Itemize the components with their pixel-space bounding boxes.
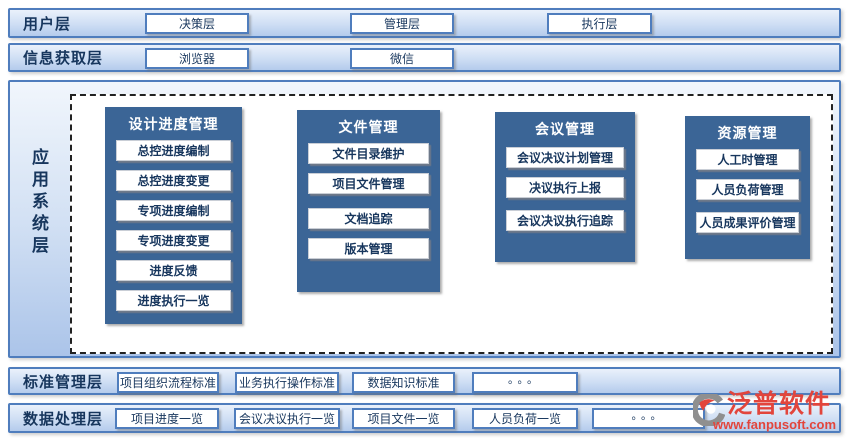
panel-title-design-progress: 设计进度管理 [128, 116, 219, 132]
fanpu-logo-url: www.fanpusoft.com [713, 417, 837, 432]
module-button[interactable]: 会议决议计划管理 [506, 147, 624, 168]
standard-management-layer-row: 标准管理层 项目组织流程标准 业务执行操作标准 数据知识标准 。。。 [8, 367, 841, 395]
module-button[interactable]: 文档追踪 [308, 208, 429, 229]
module-button[interactable]: 专项进度编制 [116, 200, 231, 221]
panel-title-file-management: 文件管理 [338, 119, 399, 135]
application-modules-area: 设计进度管理 总控进度编制 总控进度变更 专项进度编制 专项进度变更 进度反馈 … [70, 94, 833, 354]
panel-resource-management: 资源管理 人工时管理 人员负荷管理 人员成果评价管理 [685, 116, 810, 259]
module-button[interactable]: 专项进度变更 [116, 230, 231, 251]
fanpu-logo-icon [693, 394, 725, 426]
data-button[interactable]: 会议决议执行一览 [234, 408, 340, 429]
info-acquisition-layer-row: 信息获取层 浏览器 微信 [8, 43, 841, 72]
application-system-layer: 应用系统层 设计进度管理 总控进度编制 总控进度变更 专项进度编制 专项进度变更… [8, 80, 841, 358]
user-layer-button-execution[interactable]: 执行层 [547, 13, 652, 34]
user-layer-button-management[interactable]: 管理层 [350, 13, 454, 34]
fanpu-logo-name: 泛普软件 [727, 391, 832, 418]
module-button[interactable]: 总控进度编制 [116, 140, 231, 161]
panel-meeting-management: 会议管理 会议决议计划管理 决议执行上报 会议决议执行追踪 [495, 112, 635, 262]
module-button[interactable]: 文件目录维护 [308, 143, 429, 164]
standard-button[interactable]: 业务执行操作标准 [235, 372, 339, 393]
panel-design-progress: 设计进度管理 总控进度编制 总控进度变更 专项进度编制 专项进度变更 进度反馈 … [105, 107, 242, 324]
user-layer-row: 用户层 决策层 管理层 执行层 [8, 8, 841, 38]
module-button[interactable]: 项目文件管理 [308, 173, 429, 194]
module-button[interactable]: 人员负荷管理 [696, 179, 799, 200]
fanpu-logo: 泛普软件 www.fanpusoft.com [693, 392, 849, 436]
module-button[interactable]: 进度反馈 [116, 260, 231, 281]
data-button[interactable]: 人员负荷一览 [472, 408, 578, 429]
module-button[interactable]: 总控进度变更 [116, 170, 231, 191]
ellipsis-dots: 。。。 [631, 409, 666, 422]
ellipsis-dots: 。。。 [508, 373, 542, 386]
standard-button-more[interactable]: 。。。 [472, 372, 578, 393]
data-button[interactable]: 项目文件一览 [352, 408, 455, 429]
panel-title-meeting-management: 会议管理 [535, 121, 595, 137]
fanpu-logo-texts: 泛普软件 www.fanpusoft.com [713, 391, 836, 432]
module-button[interactable]: 人员成果评价管理 [696, 212, 799, 233]
module-button[interactable]: 决议执行上报 [506, 177, 624, 198]
panel-title-resource-management: 资源管理 [717, 125, 778, 141]
standard-layer-label: 标准管理层 [23, 373, 104, 391]
standard-button[interactable]: 项目组织流程标准 [117, 372, 219, 393]
data-button[interactable]: 项目进度一览 [115, 408, 219, 429]
data-layer-label: 数据处理层 [23, 410, 104, 428]
info-layer-label: 信息获取层 [23, 50, 104, 67]
data-button-more[interactable]: 。。。 [592, 408, 705, 429]
panel-file-management: 文件管理 文件目录维护 项目文件管理 文档追踪 版本管理 [297, 110, 440, 292]
module-button[interactable]: 进度执行一览 [116, 290, 231, 311]
user-layer-button-decision[interactable]: 决策层 [145, 13, 249, 34]
module-button[interactable]: 人工时管理 [696, 149, 799, 170]
info-layer-button-browser[interactable]: 浏览器 [145, 48, 249, 69]
module-button[interactable]: 版本管理 [308, 238, 429, 259]
application-layer-label: 应用系统层 [29, 148, 48, 258]
module-button[interactable]: 会议决议执行追踪 [506, 210, 624, 231]
info-layer-button-wechat[interactable]: 微信 [350, 48, 454, 69]
standard-button[interactable]: 数据知识标准 [352, 372, 455, 393]
user-layer-label: 用户层 [23, 15, 72, 33]
